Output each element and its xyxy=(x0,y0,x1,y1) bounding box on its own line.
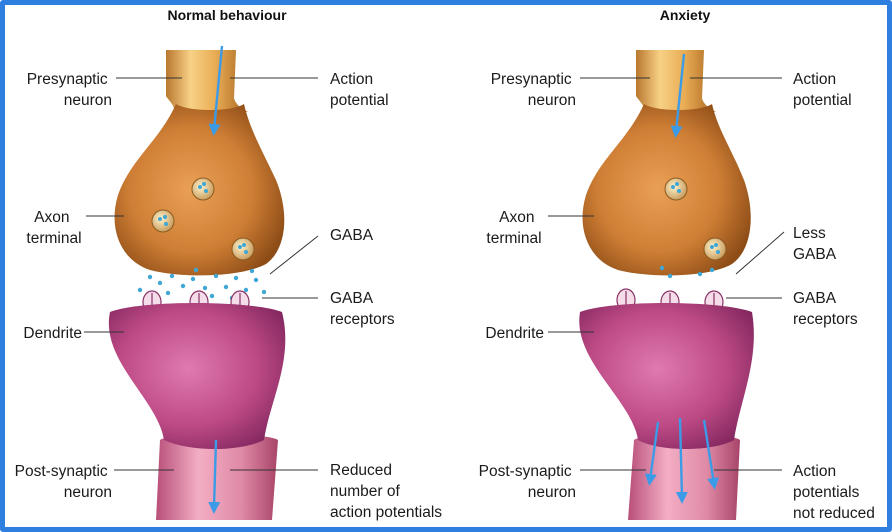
label-presynaptic: Presynaptic neuron xyxy=(27,71,112,109)
label-output: Action potentials not reduced xyxy=(793,463,875,522)
label-output: Reduced number of action potentials xyxy=(330,462,442,521)
label-gaba: Less GABA xyxy=(793,225,837,263)
label-dendrite: Dendrite xyxy=(23,325,82,342)
label-gaba-receptors: GABA receptors xyxy=(793,290,858,328)
synaptic-vesicles xyxy=(664,177,727,261)
gaba-molecules xyxy=(659,265,715,279)
presynaptic-axon xyxy=(636,50,716,112)
label-dendrite: Dendrite xyxy=(485,325,544,342)
action-potential-arrow xyxy=(670,53,686,138)
panel-anxiety: Anxiety Presynaptic xyxy=(479,7,875,522)
output-arrow xyxy=(675,417,688,504)
postsynaptic-neuron xyxy=(156,434,278,520)
label-presynaptic: Presynaptic neuron xyxy=(491,71,576,109)
dendrite xyxy=(579,303,754,449)
postsynaptic-neuron xyxy=(628,434,740,520)
output-arrow xyxy=(208,439,221,514)
panel-title: Normal behaviour xyxy=(167,7,287,23)
label-postsynaptic: Post-synaptic neuron xyxy=(15,463,112,501)
panel-normal: Normal behaviour xyxy=(15,7,443,521)
dendrite xyxy=(108,303,286,449)
output-arrow xyxy=(644,421,660,486)
label-action-potential: Action potential xyxy=(330,71,389,109)
label-action-potential: Action potential xyxy=(793,71,852,109)
label-axon-terminal: Axon terminal xyxy=(486,209,541,247)
output-arrow xyxy=(702,419,720,490)
presynaptic-axon xyxy=(166,50,248,112)
synaptic-vesicles xyxy=(151,177,255,261)
action-potential-arrow xyxy=(208,45,224,136)
panel-title: Anxiety xyxy=(660,7,711,23)
label-postsynaptic: Post-synaptic neuron xyxy=(479,463,576,501)
label-gaba: GABA xyxy=(330,227,374,244)
label-axon-terminal: Axon terminal xyxy=(26,209,81,247)
label-gaba-receptors: GABA receptors xyxy=(330,290,395,328)
